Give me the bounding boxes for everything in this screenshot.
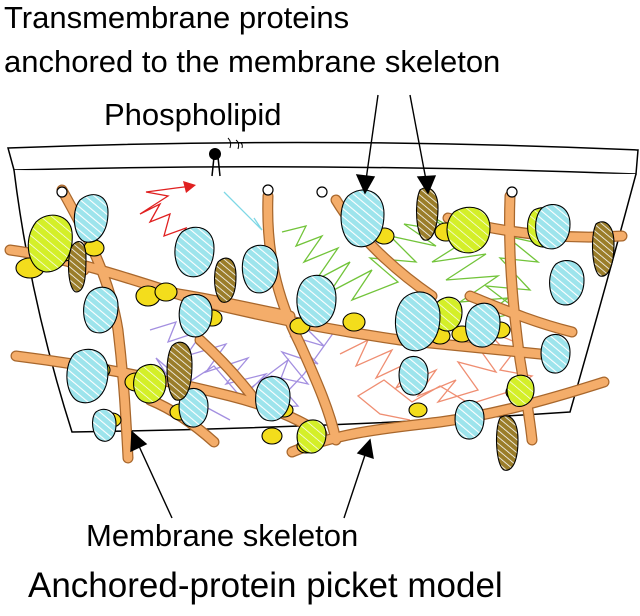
phospholipid-molecule bbox=[209, 137, 243, 177]
diffusion-path-cyan bbox=[223, 191, 263, 231]
diffusion-path-salmon bbox=[339, 329, 534, 421]
model-title: Anchored-protein picket model bbox=[28, 566, 503, 605]
membrane-skeleton-fibers bbox=[4, 184, 628, 464]
diffusion-paths bbox=[139, 181, 543, 421]
diffusion-path-purple bbox=[149, 319, 336, 421]
transmembrane-label-line1: Transmembrane proteins bbox=[4, 0, 350, 35]
membrane-skeleton-label: Membrane skeleton bbox=[86, 518, 359, 553]
arrowhead-red bbox=[183, 181, 196, 193]
membrane-proteins bbox=[15, 187, 615, 471]
pointer-arrows bbox=[130, 94, 437, 519]
phospholipid-label: Phospholipid bbox=[104, 97, 282, 132]
fiber-end-caps bbox=[56, 184, 518, 198]
transmembrane-label-line2: anchored to the membrane skeleton bbox=[4, 44, 501, 79]
